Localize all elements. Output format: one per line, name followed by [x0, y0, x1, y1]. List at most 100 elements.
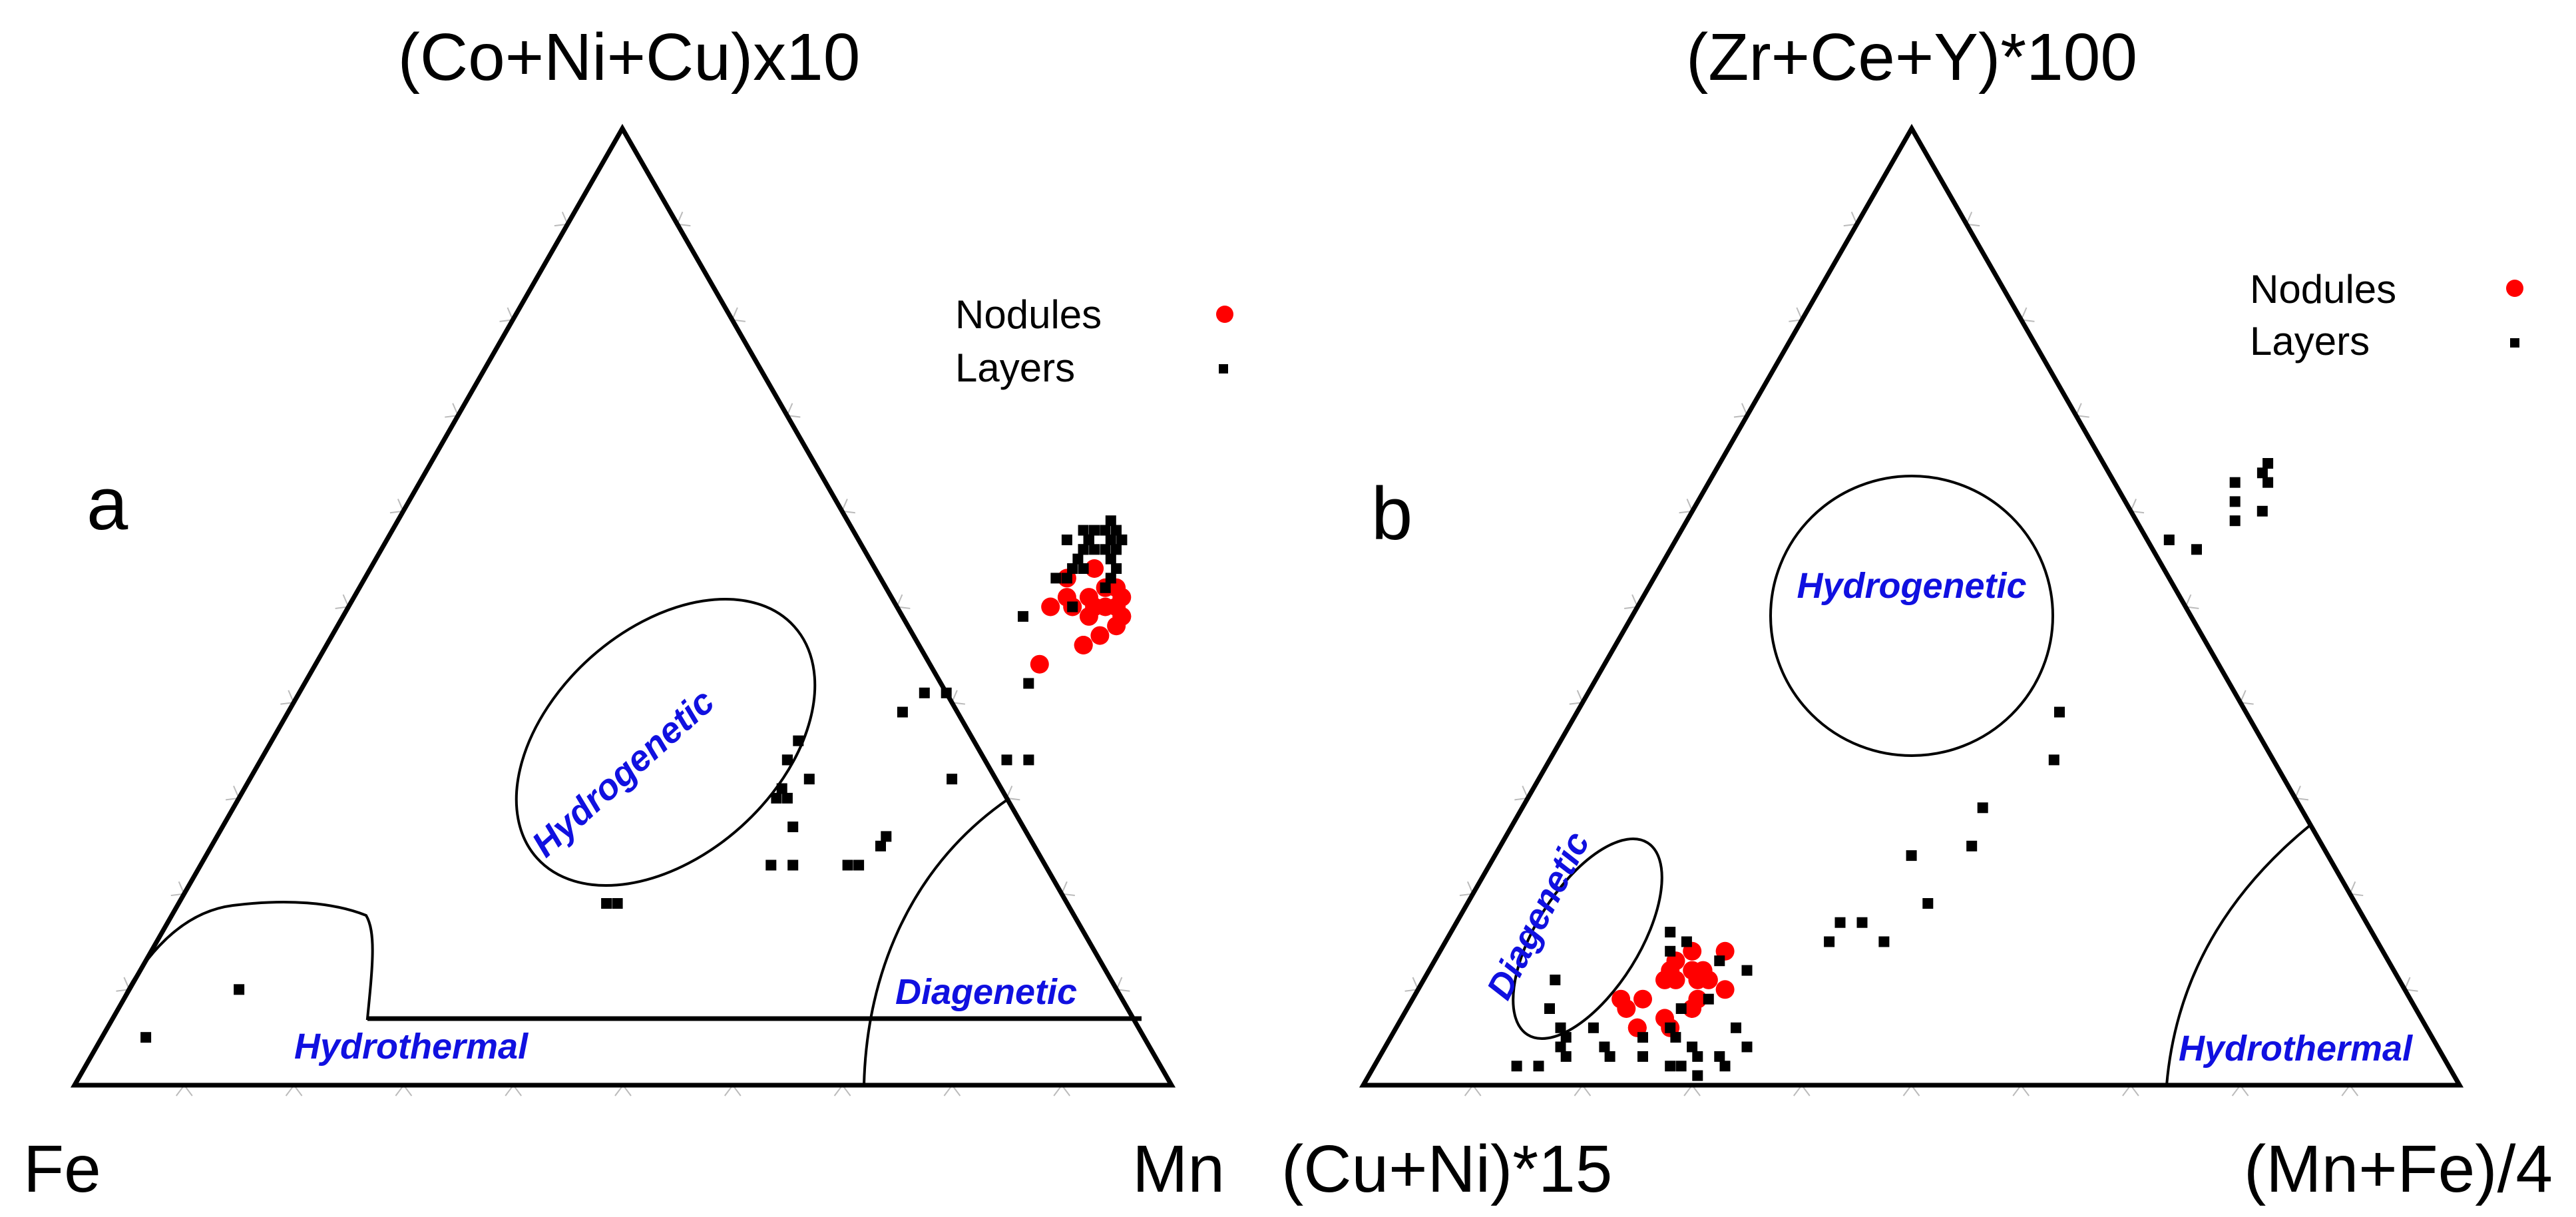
panel-b-legend-marker-nodules	[2506, 280, 2523, 297]
panel-b-layer-point	[1741, 1041, 1753, 1053]
panel-b-layer-point	[1824, 936, 1835, 947]
panel-b-layer-point	[2229, 477, 2241, 488]
panel-b-legend-label-layers: Layers	[2250, 319, 2370, 364]
panel-a-nodule-point	[1085, 559, 1104, 578]
panel-a-layer-point	[1100, 582, 1111, 593]
panel-a-apex-right-label: Mn	[1132, 1132, 1225, 1206]
panel-b-layer-point	[1856, 917, 1868, 928]
panel-a-layer-point	[1100, 525, 1111, 536]
panel-b-layer-point	[1834, 917, 1846, 928]
panel-b-diagenetic-field-outline	[1512, 838, 1663, 1040]
panel-b-layer-point	[1703, 993, 1714, 1005]
panel-a-legend: Nodules Layers	[955, 292, 1233, 390]
panel-a-hydrothermal-field-outline	[122, 901, 1142, 1020]
panel-a-field-label-hydrogenetic: Hydrogenetic	[525, 681, 722, 864]
panel-b-legend-marker-layers	[2510, 338, 2519, 348]
panel-b-layer-point	[1670, 1032, 1681, 1043]
panel-b-layer-point	[1533, 1061, 1544, 1072]
panel-b-layer-point	[1637, 1032, 1648, 1043]
panel-a-layer-point	[1078, 525, 1089, 536]
panel-a-layer-point	[1111, 544, 1122, 555]
panel-a-nodule-point	[1079, 607, 1098, 626]
panel-a-layer-point	[919, 687, 930, 698]
panel-a: Hydrogenetic Diagenetic Hydrothermal (Co…	[23, 20, 1233, 1206]
panel-a-layer-point	[1111, 525, 1122, 536]
panel-a-layer-point	[601, 898, 612, 909]
panel-b-legend: Nodules Layers	[2250, 267, 2523, 364]
panel-a-data-points	[140, 515, 1132, 1043]
panel-a-layer-point	[781, 754, 793, 766]
panel-b-layer-point	[1741, 965, 1753, 976]
panel-b-nodule-point	[1693, 961, 1713, 980]
panel-a-layer-point	[875, 840, 886, 852]
panel-a-layer-point	[881, 831, 892, 842]
panel-a-nodule-point	[1090, 626, 1110, 645]
panel-b-apex-top-label: (Zr+Ce+Y)*100	[1686, 20, 2137, 95]
panel-a-field-label-diagenetic: Diagenetic	[895, 972, 1077, 1012]
panel-b-letter: b	[1371, 472, 1412, 555]
panel-a-layer-point	[612, 898, 623, 909]
panel-b-layer-point	[1714, 1051, 1725, 1062]
panel-b-layer-point	[1511, 1061, 1522, 1072]
panel-b-layer-point	[2229, 515, 2241, 527]
panel-b-layer-point	[1675, 1003, 1687, 1014]
panel-b-layer-point	[1599, 1041, 1610, 1053]
panel-a-layer-point	[771, 792, 782, 804]
panel-a-layer-point	[1116, 534, 1128, 545]
panel-a-layer-point	[1067, 563, 1078, 574]
panel-a-layer-point	[1072, 553, 1084, 565]
panel-a-layer-point	[1067, 601, 1078, 612]
panel-b-data-points	[1511, 458, 2274, 1081]
panel-b-layer-point	[1560, 1032, 1572, 1043]
panel-a-layer-point	[1105, 515, 1116, 527]
panel-b-hydrothermal-field-outline	[2165, 824, 2311, 1086]
panel-a-triangle	[70, 123, 1176, 1088]
panel-a-hydrogenetic-field-outline	[515, 597, 817, 887]
panel-b-layer-point	[1665, 927, 1676, 938]
panel-b-layer-point	[1878, 936, 1890, 947]
panel-b-layer-point	[1681, 936, 1692, 947]
panel-a-layer-point	[1111, 563, 1122, 574]
panel-b-layer-point	[1714, 955, 1725, 967]
panel-b-field-label-hydrogenetic: Hydrogenetic	[1797, 566, 2026, 606]
panel-a-layer-point	[776, 783, 787, 794]
panel-b-triangle	[1359, 123, 2464, 1088]
panel-a-layer-point	[787, 859, 799, 871]
panel-a-layer-point	[1078, 563, 1089, 574]
panel-a-nodule-point	[1074, 636, 1093, 654]
panel-b-layer-point	[2229, 496, 2241, 507]
panel-a-layer-point	[140, 1032, 152, 1043]
panel-b-layer-point	[1560, 1051, 1572, 1062]
panel-a-layer-point	[765, 859, 777, 871]
panel-a-field-label-hydrothermal: Hydrothermal	[294, 1027, 529, 1067]
panel-b-layer-point	[1966, 840, 1978, 852]
panel-a-layer-point	[803, 774, 815, 785]
panel-a-layer-point	[1061, 534, 1072, 545]
panel-b-layer-point	[1692, 1051, 1703, 1062]
panel-b-layer-point	[1555, 1041, 1566, 1053]
panel-a-apex-left-label: Fe	[23, 1132, 101, 1206]
panel-b-layer-point	[1665, 945, 1676, 957]
panel-b-nodule-point	[1611, 989, 1631, 1009]
panel-a-layer-point	[897, 706, 908, 718]
panel-a-nodule-point	[1041, 597, 1060, 616]
panel-a-diagenetic-field-outline	[863, 798, 1010, 1086]
panel-b-layer-point	[1550, 974, 1561, 985]
panel-b: Hydrogenetic Diagenetic Hydrothermal (Zr…	[1281, 20, 2553, 1206]
panel-b-layer-point	[2256, 505, 2268, 517]
panel-a-nodule-point	[1107, 616, 1126, 636]
panel-b-layer-point	[1692, 1070, 1703, 1081]
panel-b-layer-point	[2048, 754, 2059, 766]
panel-b-layer-point	[1906, 850, 1917, 861]
panel-b-layer-point	[2262, 458, 2274, 469]
panel-a-layer-point	[941, 687, 952, 698]
panel-a-layer-point	[1023, 754, 1034, 766]
panel-b-layer-point	[1922, 898, 1934, 909]
panel-a-letter: a	[87, 462, 128, 545]
panel-a-layer-point	[853, 859, 865, 871]
panel-a-layer-point	[1089, 525, 1100, 536]
panel-b-layer-point	[1719, 1061, 1731, 1072]
panel-a-nodule-point	[1107, 597, 1126, 616]
panel-b-layer-point	[1588, 1022, 1599, 1033]
